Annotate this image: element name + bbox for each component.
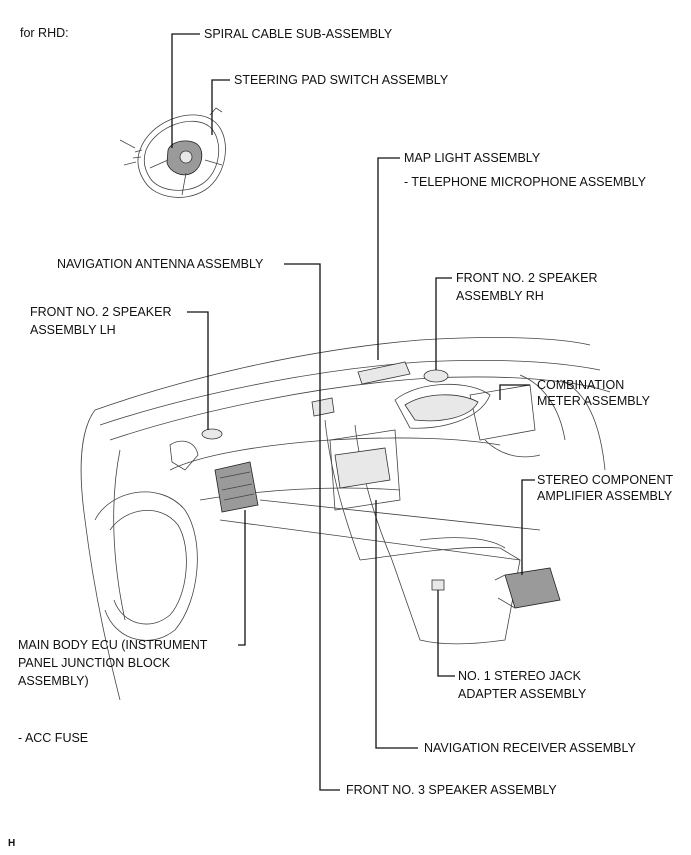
label-front-no2-speaker-rh-line2: ASSEMBLY RH <box>456 289 544 303</box>
label-map-light: MAP LIGHT ASSEMBLY <box>404 151 541 165</box>
label-telephone-microphone: - TELEPHONE MICROPHONE ASSEMBLY <box>404 175 647 189</box>
figure-code: H <box>8 838 15 849</box>
label-front-no2-speaker-lh-line1: FRONT NO. 2 SPEAKER <box>30 305 171 319</box>
label-steering-pad-switch: STEERING PAD SWITCH ASSEMBLY <box>234 73 449 87</box>
label-acc-fuse: - ACC FUSE <box>18 731 88 745</box>
label-main-body-ecu-line1: MAIN BODY ECU (INSTRUMENT <box>18 638 208 652</box>
label-navigation-antenna: NAVIGATION ANTENNA ASSEMBLY <box>57 257 264 271</box>
label-combination-meter-line2: METER ASSEMBLY <box>537 394 651 408</box>
steering-wheel-drawing <box>119 107 226 198</box>
label-spiral-cable: SPIRAL CABLE SUB-ASSEMBLY <box>204 27 393 41</box>
label-main-body-ecu-line3: ASSEMBLY) <box>18 674 89 688</box>
dashboard-drawing <box>80 337 611 701</box>
label-stereo-jack-line1: NO. 1 STEREO JACK <box>458 669 582 683</box>
label-main-body-ecu-line2: PANEL JUNCTION BLOCK <box>18 656 171 670</box>
leader-lines <box>171 33 535 791</box>
label-stereo-amplifier-line2: AMPLIFIER ASSEMBLY <box>537 489 673 503</box>
label-front-no3-speaker: FRONT NO. 3 SPEAKER ASSEMBLY <box>346 783 557 797</box>
label-front-no2-speaker-rh-line1: FRONT NO. 2 SPEAKER <box>456 271 597 285</box>
label-stereo-amplifier-line1: STEREO COMPONENT <box>537 473 673 487</box>
variant-label: for RHD: <box>20 26 69 40</box>
label-front-no2-speaker-lh-line2: ASSEMBLY LH <box>30 323 116 337</box>
label-stereo-jack-line2: ADAPTER ASSEMBLY <box>458 687 587 701</box>
label-combination-meter-line1: COMBINATION <box>537 378 624 392</box>
label-navigation-receiver: NAVIGATION RECEIVER ASSEMBLY <box>424 741 637 755</box>
